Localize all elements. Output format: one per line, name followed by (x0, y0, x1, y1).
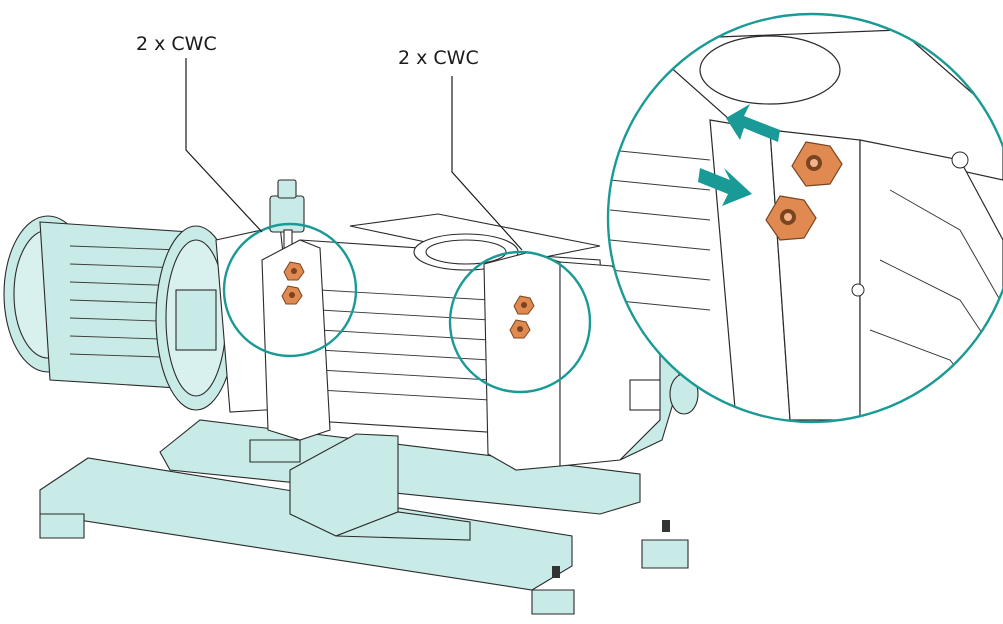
zoom-detail (606, 12, 1003, 424)
highlight-circle-left (222, 222, 358, 358)
top-valve (269, 179, 305, 255)
leader-lines (185, 58, 523, 251)
motor (3, 215, 237, 411)
pump-body (261, 213, 661, 471)
callout-label-right: 2 x CWC (398, 47, 479, 69)
callout-label-left: 2 x CWC (136, 33, 217, 55)
base-frame (39, 419, 689, 615)
highlight-circle-right (448, 250, 592, 394)
base-bolt (552, 520, 670, 578)
flow-arrow-icon (698, 104, 780, 206)
